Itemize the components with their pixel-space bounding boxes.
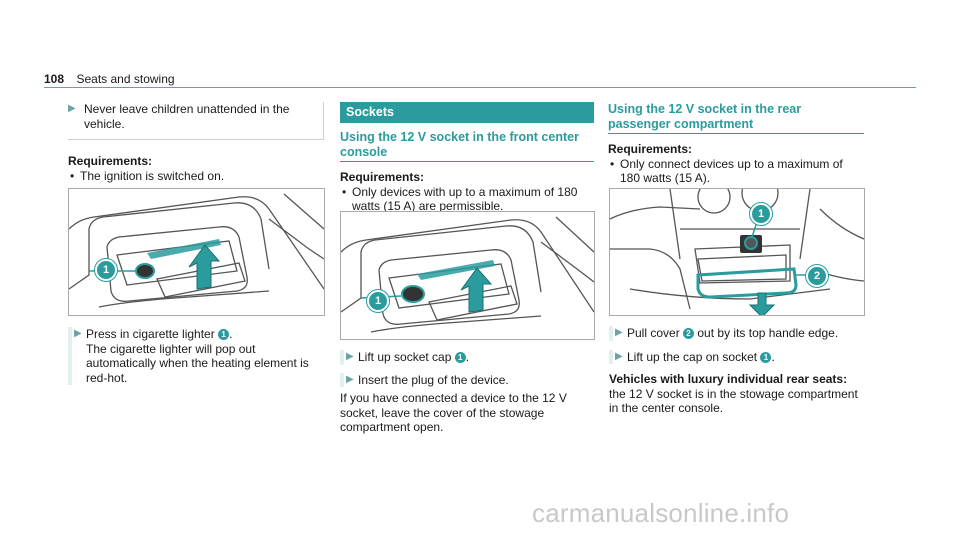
requirements-label: Requirements: (68, 154, 153, 168)
watermark: carmanualsonline.info (532, 498, 790, 528)
paragraph: the 12 V socket is in the stowage compar… (609, 386, 858, 416)
step-text-end: . (771, 349, 775, 364)
callout-badge: 2 (683, 328, 695, 340)
figure-callout-1: 1 (367, 290, 389, 312)
step-text: Lift up socket cap (358, 350, 452, 364)
instruction-step: ▶ Press in cigarette lighter 1. The ciga… (68, 327, 324, 385)
step-arrow-icon: ▶ (346, 373, 354, 385)
step-arrow-icon: ▶ (615, 327, 623, 338)
step-text: Lift up the cap on socket (627, 349, 758, 364)
requirement-item: Only devices with up to a maximum of 180… (340, 185, 594, 214)
section-subheading: Using the 12 V socket in the front cente… (340, 130, 594, 162)
paragraph: If you have connected a device to the 12… (340, 391, 567, 434)
step-text: Insert the plug of the device. (358, 372, 509, 387)
console-illustration (69, 193, 324, 308)
step-arrow-icon: ▶ (615, 350, 623, 362)
rear-console-illustration (610, 189, 864, 315)
page-number: 108 (44, 72, 65, 86)
warning-text: Never leave children unattended in the v… (84, 102, 290, 131)
warning-note: ▶ Never leave children unattended in the… (68, 102, 324, 140)
column-cigarette-lighter-steps: ▶ Press in cigarette lighter 1. The ciga… (68, 327, 324, 385)
step-text-end: . (465, 350, 470, 364)
instruction-step: ▶ Lift up socket cap 1. (340, 350, 594, 365)
section-subheading: Using the 12 V socket in the rear passen… (608, 102, 864, 134)
callout-badge: 1 (218, 329, 230, 341)
column-rear-socket: Using the 12 V socket in the rear passen… (608, 102, 864, 186)
section-bar: Sockets (340, 102, 594, 123)
figure-front-socket: 1 (340, 211, 595, 340)
step-text-end: out by its top handle edge. (697, 326, 839, 340)
requirement-item: Only connect devices up to a maximum of … (608, 157, 864, 186)
step-arrow-icon: ▶ (74, 328, 82, 339)
step-text-end: . (229, 327, 233, 341)
step-arrow-icon: ▶ (68, 103, 76, 114)
header-rule (44, 87, 916, 88)
figure-callout-2: 2 (806, 265, 828, 287)
column-front-socket-steps: ▶ Lift up socket cap 1. ▶ Insert the plu… (340, 350, 594, 435)
console-illustration (341, 216, 594, 333)
callout-badge: 1 (760, 351, 772, 363)
step-detail: The cigarette lighter will pop out autom… (86, 341, 309, 385)
requirements-label: Requirements: (340, 170, 425, 184)
step-arrow-icon: ▶ (346, 351, 354, 362)
callout-badge: 1 (454, 352, 466, 364)
step-text: Pull cover (627, 326, 680, 340)
page-header: 108 Seats and stowing (44, 70, 916, 88)
requirements-label: Requirements: (608, 142, 693, 156)
column-front-socket: Sockets Using the 12 V socket in the fro… (340, 102, 594, 214)
column-rear-socket-steps: ▶ Pull cover 2 out by its top handle edg… (609, 326, 865, 416)
instruction-step: ▶ Pull cover 2 out by its top handle edg… (609, 326, 865, 341)
figure-cigarette-lighter: 1 (68, 188, 325, 316)
figure-callout-1: 1 (95, 259, 117, 281)
instruction-step: ▶ Insert the plug of the device. (340, 372, 594, 387)
step-text: Press in cigarette lighter (86, 327, 215, 341)
bold-label: Vehicles with luxury individual rear sea… (609, 372, 848, 386)
requirement-item: The ignition is switched on. (68, 169, 324, 184)
page-section-title: Seats and stowing (76, 72, 175, 86)
figure-rear-socket: 1 2 (609, 188, 865, 316)
column-cigarette-lighter: ▶ Never leave children unattended in the… (68, 102, 324, 183)
instruction-step: ▶ Lift up the cap on socket 1. (609, 349, 865, 364)
figure-callout-1: 1 (750, 203, 772, 225)
